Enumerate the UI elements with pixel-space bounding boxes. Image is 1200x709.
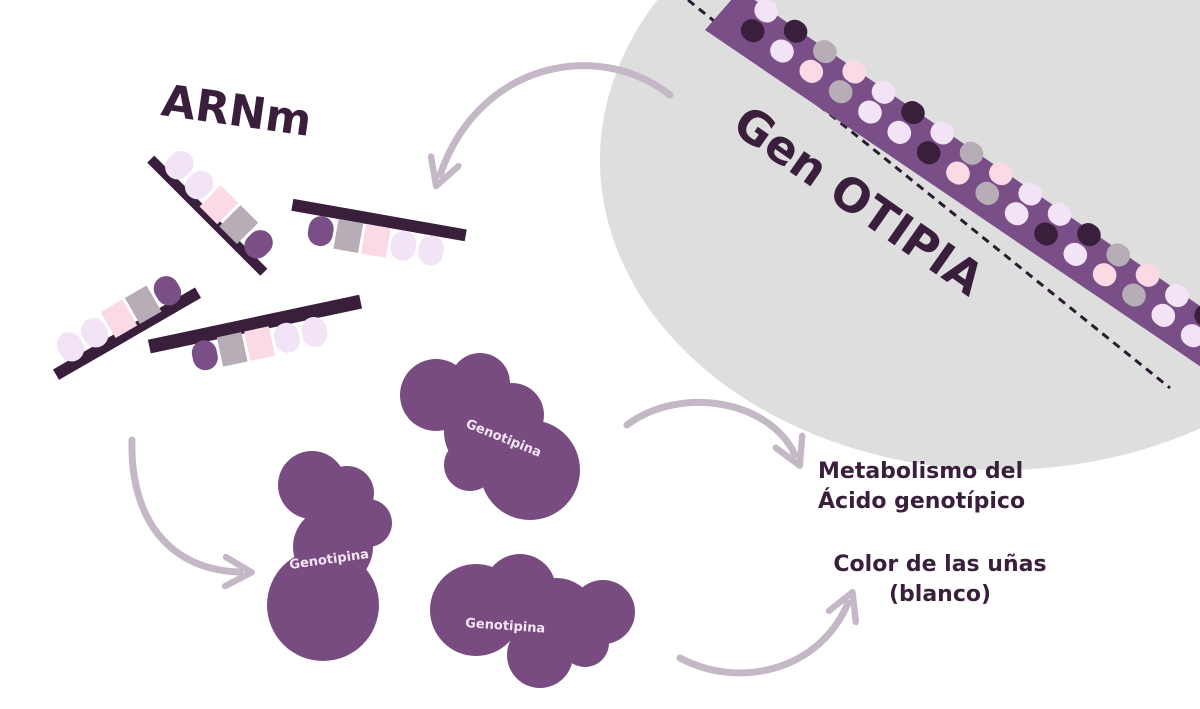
dna-base-pair <box>1180 304 1200 348</box>
dna-base-pair <box>946 141 984 185</box>
arrow-protein-to-metabolism <box>623 398 795 455</box>
protein-3-label: Genotipina <box>465 616 546 637</box>
mrna-base <box>273 322 301 353</box>
arrow-gene-to-mrna <box>440 62 674 175</box>
effect-metabolism-line-2: Ácido genotípico <box>818 488 1025 514</box>
dna-base <box>946 161 970 185</box>
dna-base <box>959 141 984 165</box>
dna-base <box>1004 202 1029 226</box>
mrna-fragment-4 <box>147 294 363 371</box>
dna-base <box>1047 202 1072 226</box>
dna-base-pair <box>1063 223 1101 266</box>
dna-base <box>1077 223 1101 247</box>
mrna-base <box>418 235 444 266</box>
mrna-base <box>165 150 194 180</box>
mrna-base <box>244 326 275 361</box>
dna-bases <box>740 0 1200 348</box>
dna-base-pair <box>1122 263 1160 307</box>
mrna-base <box>153 276 182 306</box>
mrna-base <box>100 299 138 338</box>
effect-nail-color-line-2: (blanco) <box>889 582 991 607</box>
dna-base-pair <box>828 60 867 104</box>
dna-base <box>1034 222 1058 246</box>
dna-base <box>858 100 882 124</box>
protein-2: Genotipina <box>267 451 392 661</box>
mrna-base <box>301 316 328 347</box>
mrna-base <box>219 205 259 244</box>
dna-base-pair <box>916 121 955 165</box>
mrna-base <box>216 332 248 367</box>
dna-base-pair <box>1092 243 1131 287</box>
dna-base <box>799 59 824 83</box>
dna-base <box>1122 283 1146 307</box>
arrow-mrna-to-protein <box>128 436 240 572</box>
dna-base <box>1106 243 1131 267</box>
mrna-fragment-1 <box>147 150 273 276</box>
dna-base <box>828 80 853 104</box>
mrna-base <box>199 185 239 225</box>
effect-metabolism-line-1: Metabolismo del <box>818 459 1023 484</box>
dna-base <box>1180 324 1200 348</box>
dna-base <box>1063 242 1088 266</box>
dna-base <box>1151 303 1176 327</box>
dna-base <box>754 0 779 23</box>
dna-base <box>871 80 896 104</box>
dna-base-pair <box>770 19 808 63</box>
dna-base <box>783 19 808 43</box>
dna-base-pair <box>1151 284 1189 327</box>
dna-base-pair <box>740 0 779 43</box>
mrna-base <box>333 219 364 253</box>
dna-base-pair <box>799 40 837 83</box>
dna-base <box>770 39 794 63</box>
dna-backbone-band <box>705 0 1200 367</box>
arrow-protein-to-nail-color <box>676 603 848 677</box>
effect-nail-color-line-1: Color de las uñas <box>833 552 1046 577</box>
dna-base <box>1135 263 1160 287</box>
mrna-base <box>191 340 218 371</box>
mrna-base <box>390 230 417 261</box>
dna-base-pair <box>887 101 925 144</box>
dna-base <box>916 141 941 165</box>
dna-base-pair <box>1004 182 1043 226</box>
protein-3: Genotipina <box>430 554 635 688</box>
mrna-base <box>80 318 109 348</box>
dna-base <box>989 162 1013 186</box>
protein-blob-icon: Genotipina Genotipina Genotipina <box>267 353 635 688</box>
dna-base <box>842 60 867 84</box>
mrna-base <box>184 170 214 200</box>
mrna-base <box>307 216 334 247</box>
mrna-base <box>360 223 391 258</box>
dna-base <box>1092 263 1117 287</box>
dna-strand <box>705 0 1200 367</box>
dna-base-pair <box>858 80 896 124</box>
dna-base <box>740 19 765 43</box>
dna-base-pair <box>1034 202 1072 246</box>
dna-base <box>887 120 912 144</box>
mrna-fragment-2 <box>291 198 467 266</box>
mrna-fragment-3 <box>52 276 202 380</box>
dna-base-pair <box>975 162 1013 205</box>
dna-base <box>1018 182 1043 206</box>
protein-1: Genotipina <box>400 353 580 520</box>
dna-base <box>901 101 925 125</box>
mrna-base <box>124 285 162 324</box>
mrna-base <box>244 230 273 259</box>
dna-base <box>930 121 955 145</box>
nucleus-region <box>600 0 1200 470</box>
dna-base <box>813 40 837 64</box>
dna-base <box>975 181 1000 205</box>
mrna-label: ARNm <box>158 75 314 146</box>
mrna-base <box>56 332 85 362</box>
dna-base <box>1165 284 1189 308</box>
